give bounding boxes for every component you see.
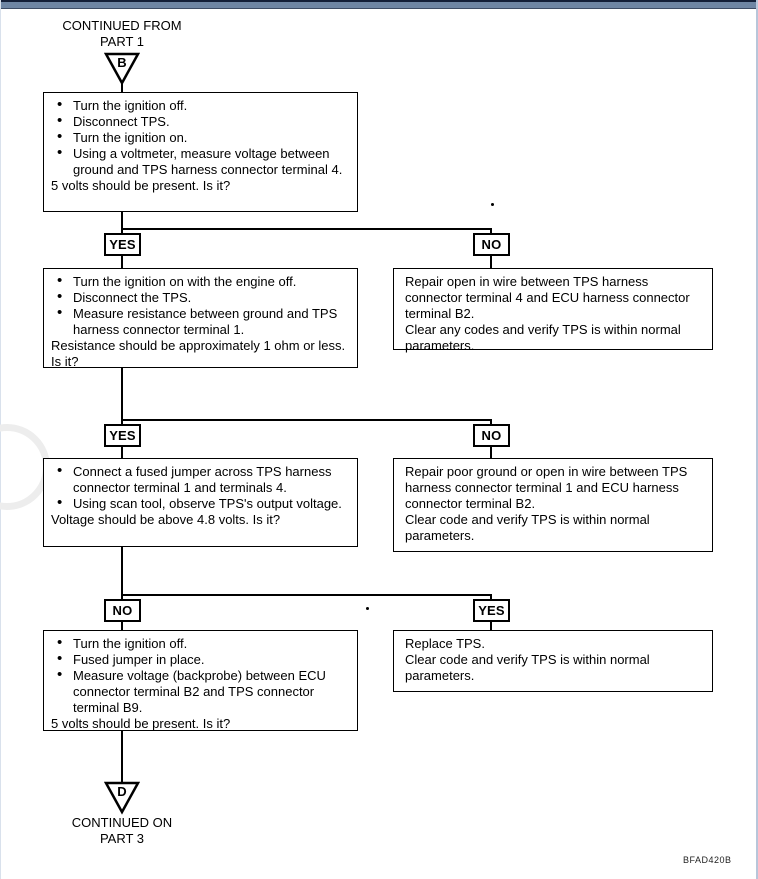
continued-from-label: CONTINUED FROM: [62, 18, 182, 33]
continued-on-label: CONTINUED ON: [71, 815, 173, 830]
step-box-3: Connect a fused jumper across TPS harnes…: [43, 458, 358, 547]
connector-out-triangle: D: [104, 781, 140, 815]
step1-question: 5 volts should be present. Is it?: [51, 178, 231, 193]
line-step3-down: [121, 547, 123, 596]
step1-item: Using a voltmeter, measure voltage betwe…: [44, 145, 351, 178]
step4-item: Turn the ignition off.: [44, 635, 351, 652]
step2-item: Turn the ignition on with the engine off…: [44, 273, 351, 290]
step4-item: Fused jumper in place.: [44, 651, 351, 668]
line-branch3-right-stub: [490, 595, 492, 601]
continued-on-part: PART 3: [99, 831, 145, 846]
decision-label-no-3: NO: [104, 599, 141, 622]
top-window-bar: [0, 0, 758, 9]
page-right-edge: [756, 0, 758, 879]
line-step2-down: [121, 368, 123, 420]
line-no1-to-result1: [490, 255, 492, 268]
decision-label-no-1: NO: [473, 233, 510, 256]
decision-label-yes-2: YES: [104, 424, 141, 447]
ink-speck: [366, 607, 369, 610]
step2-item: Measure resistance between ground and TP…: [44, 305, 351, 338]
triangle-shape: [104, 52, 140, 86]
line-yes3-to-result3: [490, 621, 492, 631]
step-box-2: Turn the ignition on with the engine off…: [43, 268, 358, 369]
line-step1-down: [121, 212, 123, 230]
line-branch2-left-stub: [121, 420, 123, 426]
step4-question: 5 volts should be present. Is it?: [51, 716, 231, 731]
result3-text: Clear code and verify TPS is within norm…: [405, 652, 650, 683]
result-box-3: Replace TPS. Clear code and verify TPS i…: [393, 630, 713, 692]
result-box-1: Repair open in wire between TPS harness …: [393, 268, 713, 353]
line-no2-to-result2: [490, 446, 492, 459]
step1-item: Disconnect TPS.: [44, 113, 351, 130]
step3-item: Using scan tool, observe TPS's output vo…: [44, 495, 351, 512]
step2-question: Resistance should be approximately 1 ohm…: [51, 338, 346, 369]
triangle-shape: [104, 781, 140, 815]
ink-speck: [491, 203, 494, 206]
line-branch3-horizontal: [121, 594, 492, 596]
result1-text: Repair open in wire between TPS harness …: [405, 274, 690, 321]
figure-code: BFAD420B: [683, 855, 732, 865]
step1-item: Turn the ignition off.: [44, 97, 351, 114]
line-branch1-right-stub: [490, 229, 492, 235]
connector-in-triangle: B: [104, 52, 140, 86]
connector-in-letter: B: [117, 55, 126, 70]
step3-question: Voltage should be above 4.8 volts. Is it…: [51, 512, 281, 527]
result2-text: Repair poor ground or open in wire betwe…: [405, 464, 688, 511]
decision-label-no-2: NO: [473, 424, 510, 447]
decision-label-yes-1: YES: [104, 233, 141, 256]
connector-out-letter: D: [117, 784, 126, 799]
step2-item: Disconnect the TPS.: [44, 289, 351, 306]
line-no3-to-step4: [121, 621, 123, 631]
line-yes2-to-step3: [121, 446, 123, 459]
line-branch2-horizontal: [121, 419, 492, 421]
step3-item: Connect a fused jumper across TPS harnes…: [44, 463, 351, 496]
line-yes1-to-step2: [121, 255, 123, 268]
line-branch3-left-stub: [121, 595, 123, 601]
result3-text: Replace TPS.: [405, 636, 485, 651]
step-box-4: Turn the ignition off. Fused jumper in p…: [43, 630, 358, 731]
line-step4-to-tri: [121, 731, 123, 784]
line-branch1-left-stub: [121, 229, 123, 235]
decision-label-yes-3: YES: [473, 599, 510, 622]
line-branch2-right-stub: [490, 420, 492, 426]
result1-text: Clear any codes and verify TPS is within…: [405, 322, 681, 353]
continued-from-part: PART 1: [99, 34, 145, 49]
result-box-2: Repair poor ground or open in wire betwe…: [393, 458, 713, 552]
result2-text: Clear code and verify TPS is within norm…: [405, 512, 650, 543]
step-box-1: Turn the ignition off. Disconnect TPS. T…: [43, 92, 358, 212]
line-tri-to-step1: [121, 82, 123, 93]
line-branch1-horizontal: [121, 228, 492, 230]
step4-item: Measure voltage (backprobe) between ECU …: [44, 667, 351, 716]
step1-item: Turn the ignition on.: [44, 129, 351, 146]
